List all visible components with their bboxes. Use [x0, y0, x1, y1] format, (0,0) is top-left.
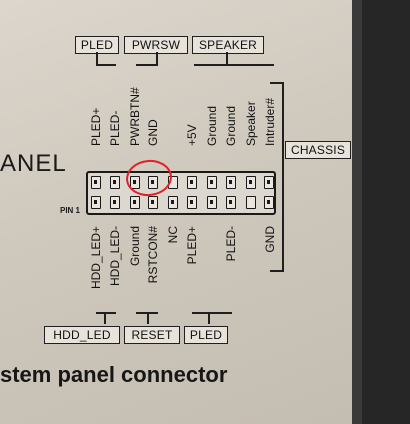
pin-bottom-5 [168, 196, 178, 209]
pin-label-nc: NC [166, 226, 180, 244]
manual-page-photo: PLED PWRSW SPEAKER PLED+ PLED- PWRBTN# G… [0, 0, 352, 424]
pin-label-ground-bottom: Ground [128, 226, 142, 267]
pin-bottom-7 [207, 196, 217, 209]
panel-heading-fragment: ANEL [0, 150, 67, 177]
pin-top-9 [246, 176, 256, 189]
pin-label-hdd-led-minus: HDD_LED- [108, 226, 122, 287]
pin-bottom-4 [148, 196, 158, 209]
chassis-label: CHASSIS [285, 141, 351, 159]
pled-bottom-group-label: PLED [184, 326, 228, 344]
caption-text: stem panel connector [0, 362, 228, 387]
hdd-bracket-v [104, 312, 106, 324]
pin-bottom-6 [187, 196, 197, 209]
pin-label-5v: +5V [185, 124, 199, 146]
pin-top-5 [168, 176, 178, 189]
pin-bottom-9 [246, 196, 256, 209]
pwrsw-bracket [156, 52, 158, 66]
pin-label-intruder: Intruder# [263, 97, 277, 146]
pin-top-1 [91, 176, 101, 189]
pled-bottom-bracket-h [192, 312, 232, 314]
pin-bottom-2 [110, 196, 120, 209]
pin-label-pled-minus-bottom: PLED- [224, 226, 238, 262]
pin-label-gnd-top: GND [146, 119, 160, 146]
pin-label-ground-2: Ground [224, 105, 238, 146]
pin-bottom-3 [130, 196, 140, 209]
reset-group-label: RESET [124, 326, 180, 344]
pin-bottom-10 [264, 196, 274, 209]
pin-bottom-8 [226, 196, 236, 209]
pin-label-pled-minus: PLED- [108, 110, 122, 146]
hdd-led-group-label: HDD_LED [44, 326, 120, 344]
pin-label-pwrbtn: PWRBTN# [128, 87, 142, 146]
pin-label-hdd-led-plus: HDD_LED+ [89, 226, 103, 290]
speaker-bracket-h [194, 64, 274, 66]
chassis-bracket-v [282, 82, 284, 272]
pin-top-8 [226, 176, 236, 189]
pin-label-gnd-bottom: GND [263, 226, 277, 253]
hdd-bracket-h [96, 312, 116, 314]
reset-bracket-v [147, 312, 149, 324]
pin-top-3 [130, 176, 140, 189]
pin-top-7 [207, 176, 217, 189]
pin-top-6 [187, 176, 197, 189]
pin-top-2 [110, 176, 120, 189]
page-edge-shadow [352, 0, 362, 424]
dark-background [362, 0, 410, 424]
pled-bottom-bracket-v [208, 312, 210, 324]
speaker-group-label: SPEAKER [192, 36, 264, 54]
speaker-bracket [226, 52, 228, 66]
pin-top-10 [264, 176, 274, 189]
pin-label-pled-plus-bottom: PLED+ [185, 226, 199, 265]
pin-label-rstcon: RSTCON# [146, 226, 160, 284]
chassis-bracket-bottom [270, 270, 284, 272]
pwrsw-group-label: PWRSW [124, 36, 188, 54]
pin-top-4 [148, 176, 158, 189]
pled-bracket-h [96, 64, 116, 66]
pled-bracket [96, 52, 98, 66]
pwrsw-bracket-h [136, 64, 158, 66]
pin-label-ground-1: Ground [205, 105, 219, 146]
chassis-bracket-top [270, 82, 284, 84]
pin-label-speaker: Speaker [244, 101, 258, 146]
pin1-label: PIN 1 [60, 206, 81, 215]
pin-bottom-1 [91, 196, 101, 209]
pin-label-pled-plus: PLED+ [89, 107, 103, 146]
